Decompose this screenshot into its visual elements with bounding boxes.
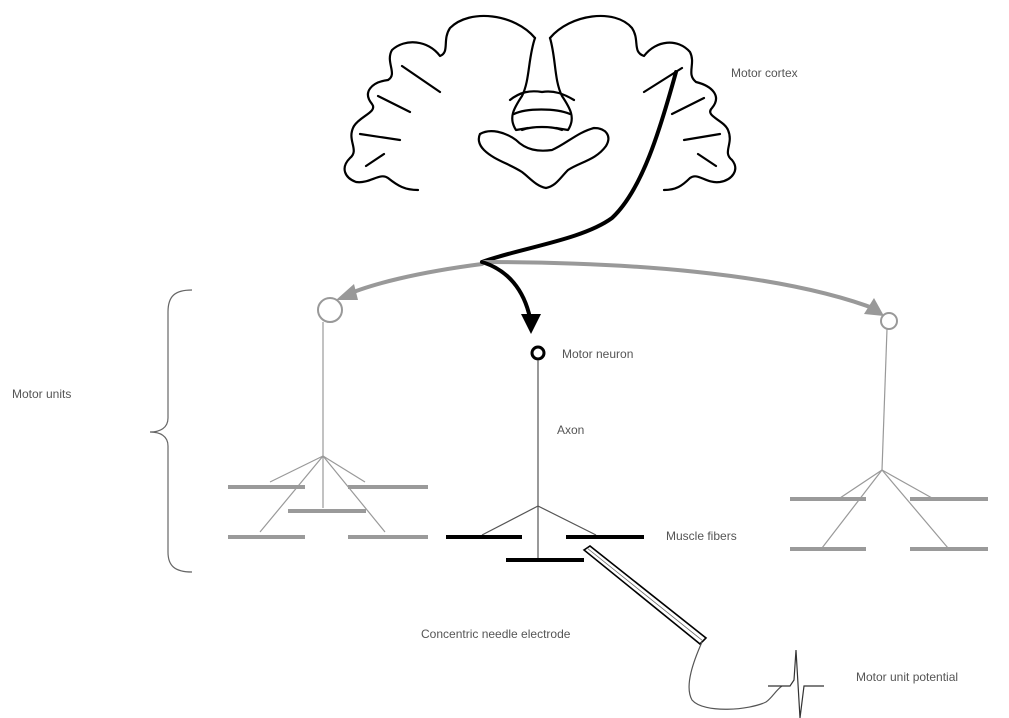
muscle-fibers-right (790, 499, 988, 549)
arrowhead-left (336, 284, 358, 300)
arrowhead-middle (521, 314, 541, 334)
label-motor-units: Motor units (12, 387, 71, 401)
label-motor-neuron: Motor neuron (562, 347, 633, 361)
motor-units-brace (150, 290, 192, 572)
label-motor-cortex: Motor cortex (731, 66, 798, 80)
label-axon: Axon (557, 423, 584, 437)
branch-arrow-left (344, 264, 482, 296)
axon-branches-left (260, 456, 385, 532)
motor-neuron-left (318, 298, 342, 322)
motor-unit-middle (446, 347, 644, 560)
branch-arrow-right (482, 262, 878, 310)
label-motor-unit-potential: Motor unit potential (856, 670, 958, 684)
axon-branches-middle (482, 506, 596, 558)
ventricles (510, 91, 574, 130)
needle-electrode (584, 546, 782, 709)
motor-unit-potential-trace (768, 650, 824, 718)
brain-coronal-section (345, 16, 736, 190)
muscle-fibers-left (228, 487, 428, 537)
electrode-lead-wire (689, 642, 782, 709)
inferior-brain-structures (479, 128, 609, 188)
label-muscle-fibers: Muscle fibers (666, 529, 737, 543)
muscle-fibers-middle (446, 537, 644, 560)
electrode-core (587, 548, 703, 641)
axon-right (882, 329, 887, 470)
motor-unit-left (228, 298, 428, 537)
label-electrode: Concentric needle electrode (421, 627, 571, 641)
branch-arrow-middle (482, 262, 530, 318)
motor-unit-right (790, 313, 988, 549)
brain-midline (512, 38, 572, 130)
motor-neuron-right (881, 313, 897, 329)
motor-neuron-middle (532, 347, 544, 359)
descending-pathway (336, 72, 884, 334)
axon-branches-right (822, 470, 948, 548)
